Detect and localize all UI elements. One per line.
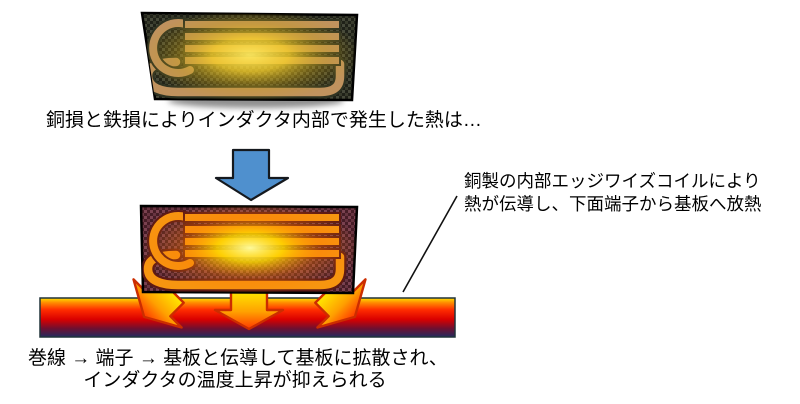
caption-heat-path: 巻線 → 端子 → 基板と伝導して基板に拡散され、 インダクタの温度上昇が抑えら… [28,348,448,391]
callout-line2: 熱が伝導し、下面端子から基板へ放熱 [464,194,762,214]
inductor-cool-illustration [140,11,359,108]
heat-arrow-down [213,289,285,331]
heat-glow [142,13,357,100]
caption-heat-path-line1: 巻線 → 端子 → 基板と伝導して基板に拡散され、 [28,348,448,369]
callout-leader-line [402,195,458,293]
caption-heat-generated: 銅損と鉄損によりインダクタ内部で発生した熱は… [46,110,482,131]
callout-line1: 銅製の内部エッジワイズコイルにより [464,171,761,191]
inductor-hot-illustration [139,204,359,295]
heat-glow [141,206,357,293]
down-arrow-icon [214,148,290,202]
callout-text: 銅製の内部エッジワイズコイルにより 熱が伝導し、下面端子から基板へ放熱 [464,170,762,216]
caption-heat-path-line2: インダクタの温度上昇が抑えられる [83,369,387,391]
